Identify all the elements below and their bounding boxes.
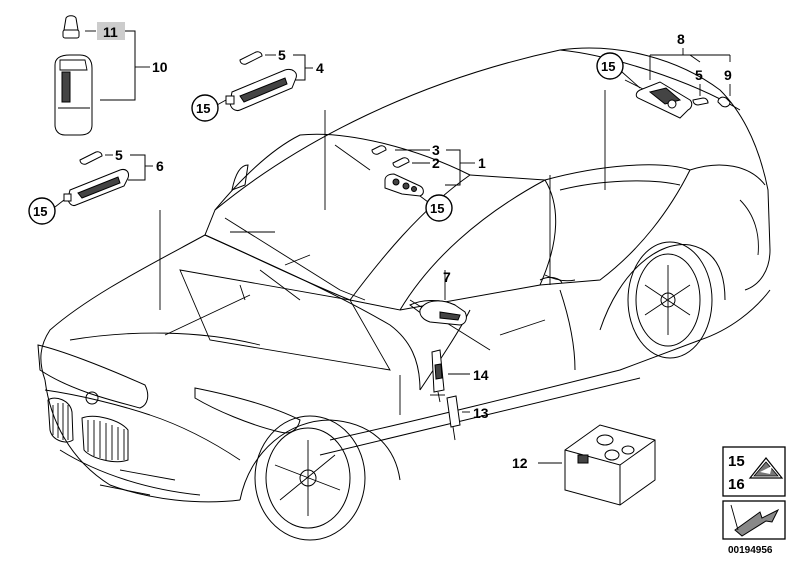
part-4-light-unit[interactable] bbox=[225, 69, 297, 111]
part-7-mirror-lamp[interactable] bbox=[419, 300, 467, 326]
part-12-bulb-kit[interactable] bbox=[564, 424, 656, 506]
circled-15-a: 15 bbox=[191, 94, 219, 122]
callout-12: 12 bbox=[512, 455, 528, 471]
legend-top-number: 15 bbox=[728, 453, 745, 470]
part-11-cap[interactable] bbox=[62, 15, 80, 39]
navigate-arrow-icon[interactable] bbox=[722, 500, 786, 540]
callout-8: 8 bbox=[677, 31, 685, 47]
callout-7: 7 bbox=[443, 269, 451, 285]
part-13-bulb-holder[interactable] bbox=[446, 395, 461, 441]
callout-10: 10 bbox=[152, 59, 168, 75]
callout-1: 1 bbox=[478, 155, 486, 171]
callout-6: 6 bbox=[156, 158, 164, 174]
part-8-light-unit[interactable] bbox=[635, 81, 693, 119]
callout-9: 9 bbox=[724, 67, 732, 83]
callout-5-c: 5 bbox=[695, 67, 703, 83]
part-5-bulb-a[interactable] bbox=[239, 51, 263, 65]
part-5-bulb-b[interactable] bbox=[79, 151, 103, 165]
legend-box: 15 16 bbox=[722, 446, 786, 497]
car-outline bbox=[37, 47, 771, 541]
part-2-bulb[interactable] bbox=[392, 157, 410, 168]
callout-4: 4 bbox=[316, 60, 324, 76]
part-3-bulb[interactable] bbox=[371, 145, 387, 155]
part-14-socket[interactable] bbox=[431, 349, 445, 403]
legend-bottom-number: 16 bbox=[728, 476, 745, 493]
callout-2: 2 bbox=[432, 155, 440, 171]
callout-3: 3 bbox=[432, 142, 440, 158]
part-9-lens[interactable] bbox=[717, 96, 731, 108]
callout-5-b: 5 bbox=[115, 147, 123, 163]
callout-13: 13 bbox=[473, 405, 489, 421]
callout-14: 14 bbox=[473, 367, 489, 383]
part-5-bulb-c[interactable] bbox=[692, 97, 709, 106]
svg-text:15: 15 bbox=[430, 201, 444, 216]
diagram-id: 00194956 bbox=[728, 545, 773, 556]
part-6-light-unit[interactable] bbox=[63, 169, 129, 206]
circled-15-b: 15 bbox=[28, 197, 56, 225]
svg-text:15: 15 bbox=[601, 59, 615, 74]
part-10-module[interactable] bbox=[54, 54, 93, 136]
svg-text:15: 15 bbox=[33, 204, 47, 219]
callout-5-a: 5 bbox=[278, 47, 286, 63]
circled-15-d: 15 bbox=[596, 52, 624, 80]
circled-15-c: 15 bbox=[425, 194, 453, 222]
part-1-light-unit[interactable] bbox=[384, 173, 424, 197]
callout-11: 11 bbox=[103, 24, 118, 40]
svg-text:15: 15 bbox=[196, 101, 210, 116]
